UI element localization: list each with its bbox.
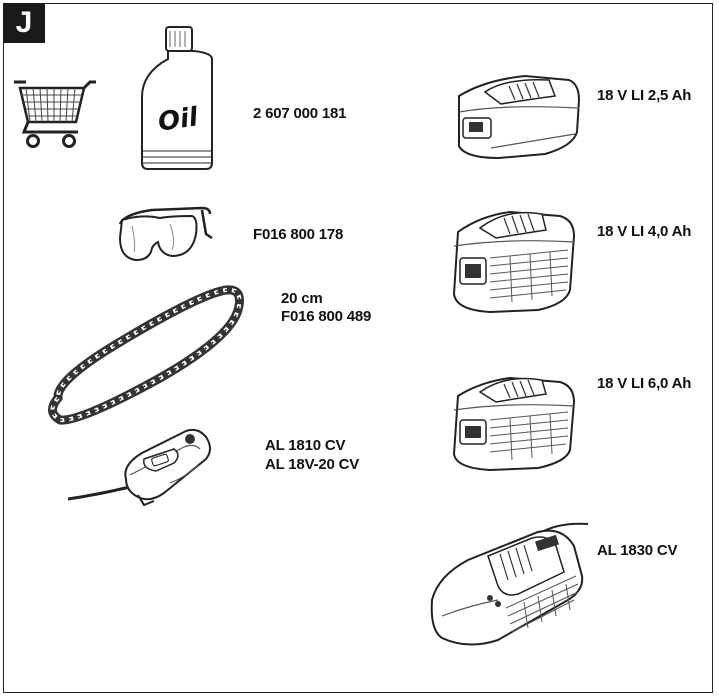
- battery-4-0-label: 18 V LI 4,0 Ah: [597, 223, 692, 240]
- battery-2-5-icon: [445, 72, 585, 164]
- section-badge: J: [3, 3, 45, 43]
- battery-4-0-icon: [450, 206, 580, 314]
- chain-part-number: F016 800 489: [281, 308, 372, 325]
- shopping-cart-icon: [14, 80, 100, 152]
- oil-bottle-icon: Oil: [138, 25, 216, 171]
- saw-chain-icon: [40, 280, 250, 430]
- battery-6-0-label: 18 V LI 6,0 Ah: [597, 375, 692, 392]
- small-charger-model-2: AL 18V-20 CV: [265, 456, 360, 473]
- safety-glasses-icon: [112, 204, 216, 266]
- glasses-part-number: F016 800 178: [253, 226, 344, 243]
- fast-charger-label: AL 1830 CV: [597, 542, 678, 559]
- fast-charger-icon: [428, 520, 598, 648]
- small-charger-model-1: AL 1810 CV: [265, 437, 346, 454]
- oil-part-number: 2 607 000 181: [253, 105, 347, 122]
- oil-text: Oil: [156, 102, 201, 137]
- figure-frame: [3, 3, 713, 693]
- battery-2-5-label: 18 V LI 2,5 Ah: [597, 87, 692, 104]
- battery-6-0-icon: [450, 374, 580, 472]
- small-charger-icon: [66, 425, 226, 515]
- chain-length: 20 cm: [281, 290, 323, 307]
